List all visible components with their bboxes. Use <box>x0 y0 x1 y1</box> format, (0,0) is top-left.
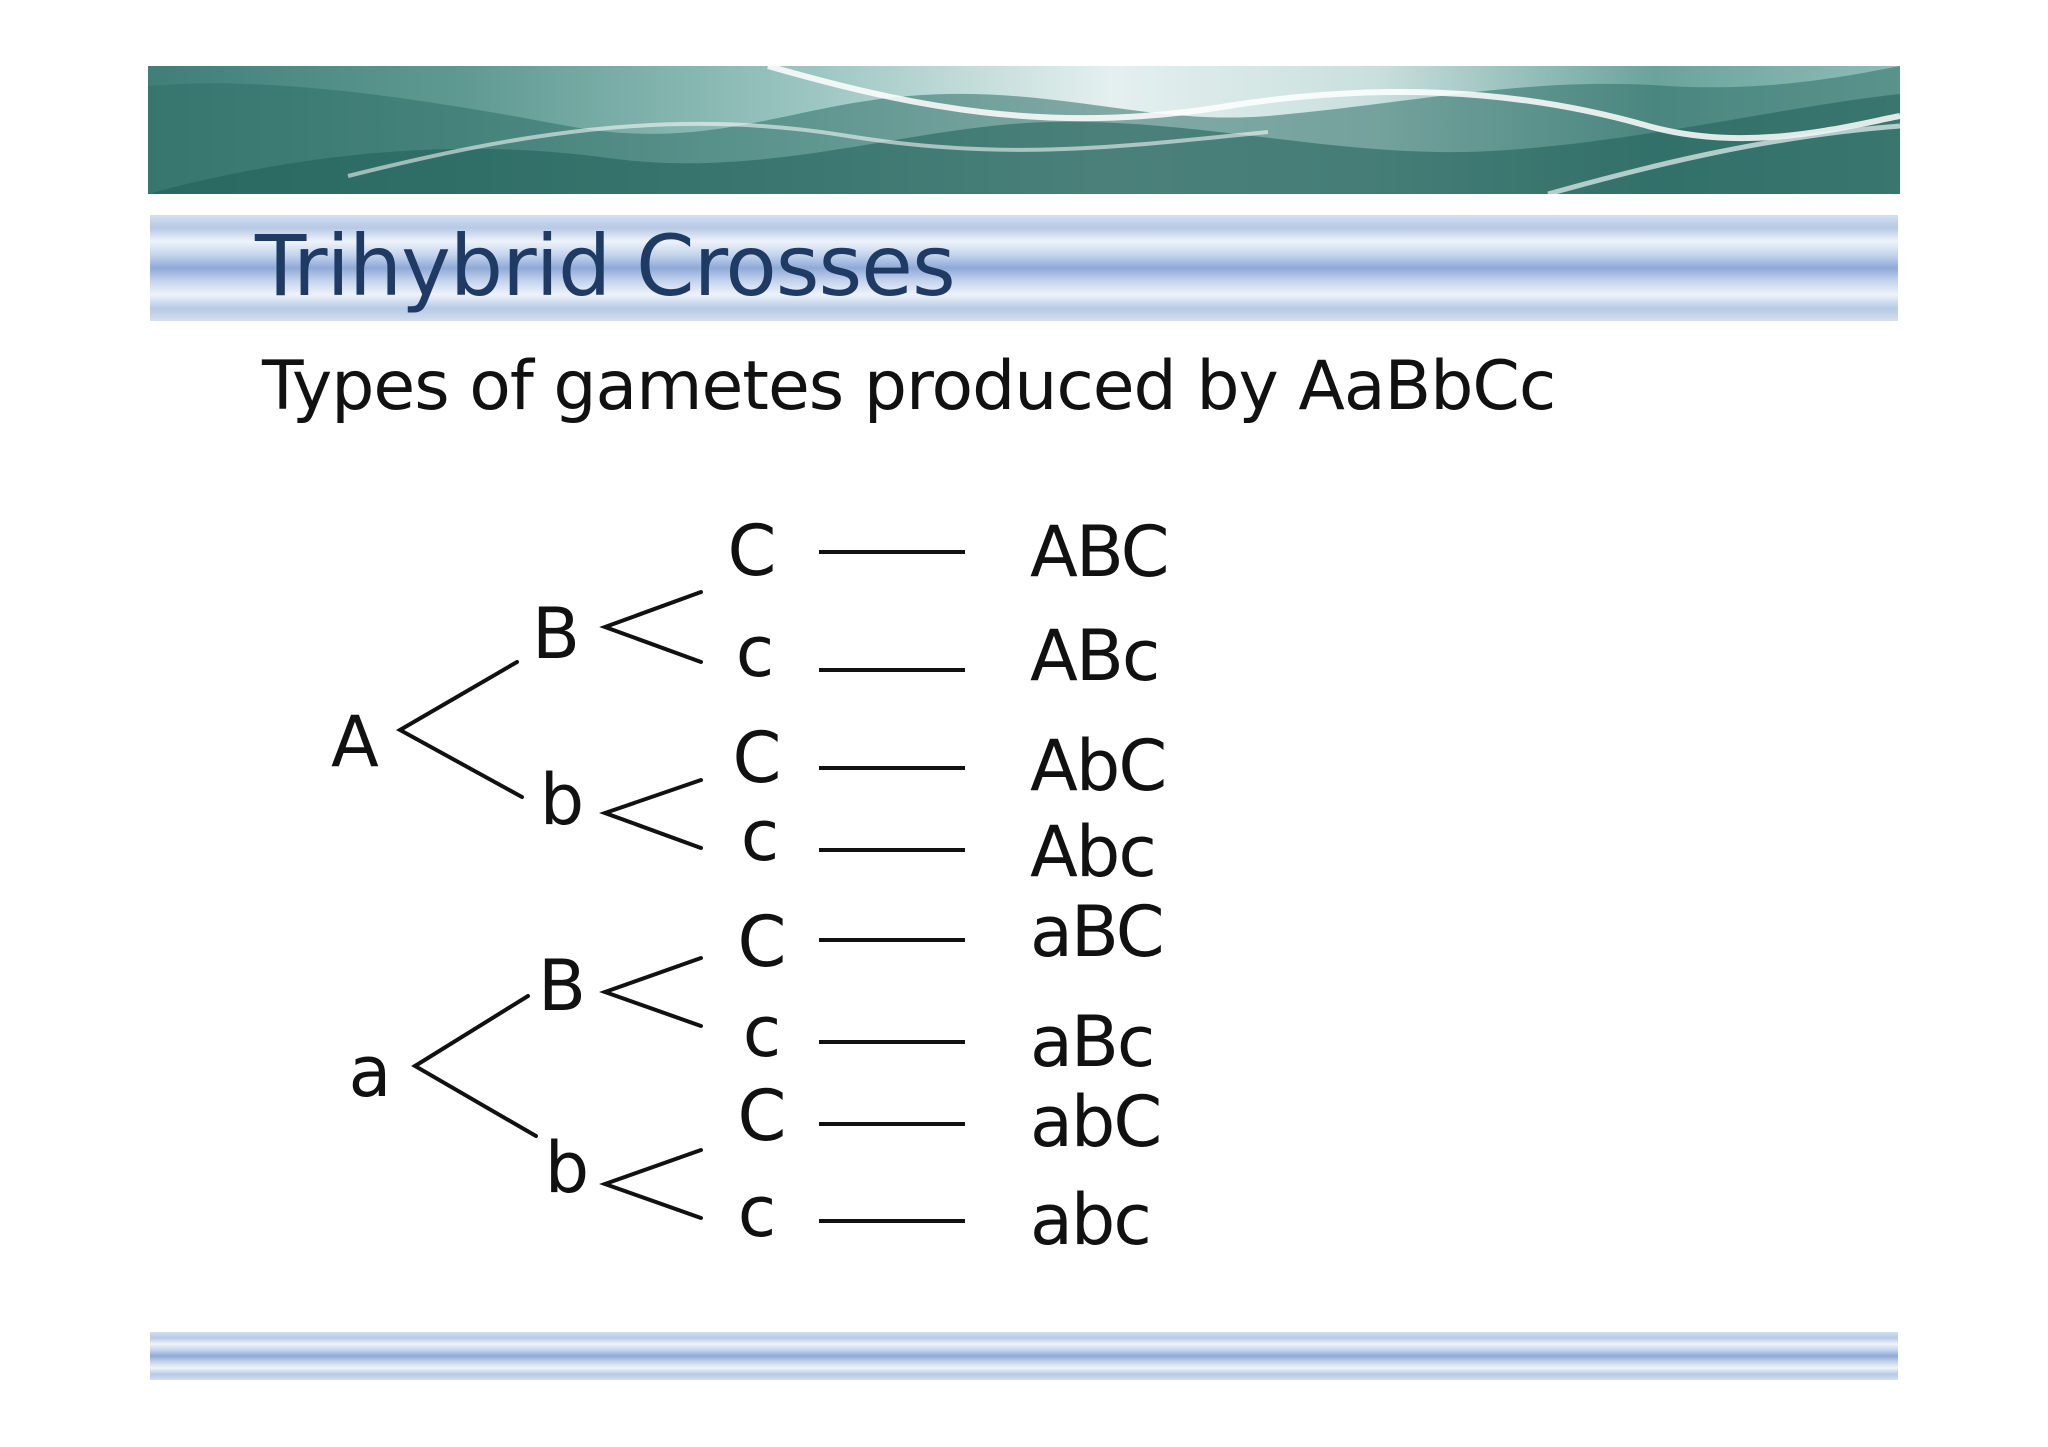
allele-a: a <box>349 1031 392 1113</box>
gamete-1: ABC <box>1030 511 1168 593</box>
branch-B-1 <box>599 590 703 664</box>
allele-C-3: C <box>738 901 787 983</box>
gamete-5: aBC <box>1030 891 1163 973</box>
gamete-4: Abc <box>1030 811 1155 893</box>
allele-c-2: c <box>741 795 780 877</box>
branch-b-2 <box>599 1148 703 1220</box>
branch-A <box>395 660 524 799</box>
branch-b-1 <box>599 778 703 850</box>
allele-B-1: B <box>532 593 580 675</box>
branch-a <box>411 994 538 1138</box>
allele-C-4: C <box>738 1075 787 1157</box>
title-band <box>150 215 1898 321</box>
allele-b-2: b <box>545 1127 589 1209</box>
allele-C-1: C <box>728 510 777 592</box>
slide-subtitle: Types of gametes produced by AaBbCc <box>262 347 1556 426</box>
allele-b-1: b <box>540 759 584 841</box>
branch-B-2 <box>599 956 703 1028</box>
gamete-6: aBc <box>1030 1001 1153 1083</box>
allele-A: A <box>331 701 379 783</box>
gamete-2: ABc <box>1030 615 1158 697</box>
allele-c-3: c <box>743 991 782 1073</box>
allele-C-2: C <box>733 717 782 799</box>
gamete-8: abc <box>1030 1179 1150 1261</box>
allele-c-4: c <box>738 1171 777 1253</box>
slide-title: Trihybrid Crosses <box>255 217 956 315</box>
header-banner <box>148 66 1900 194</box>
gamete-3: AbC <box>1030 725 1165 807</box>
allele-c-1: c <box>736 611 775 693</box>
gamete-7: abC <box>1030 1081 1160 1163</box>
footer-band <box>150 1332 1898 1380</box>
allele-B-2: B <box>538 945 586 1027</box>
banner-wave-graphic <box>148 66 1900 194</box>
